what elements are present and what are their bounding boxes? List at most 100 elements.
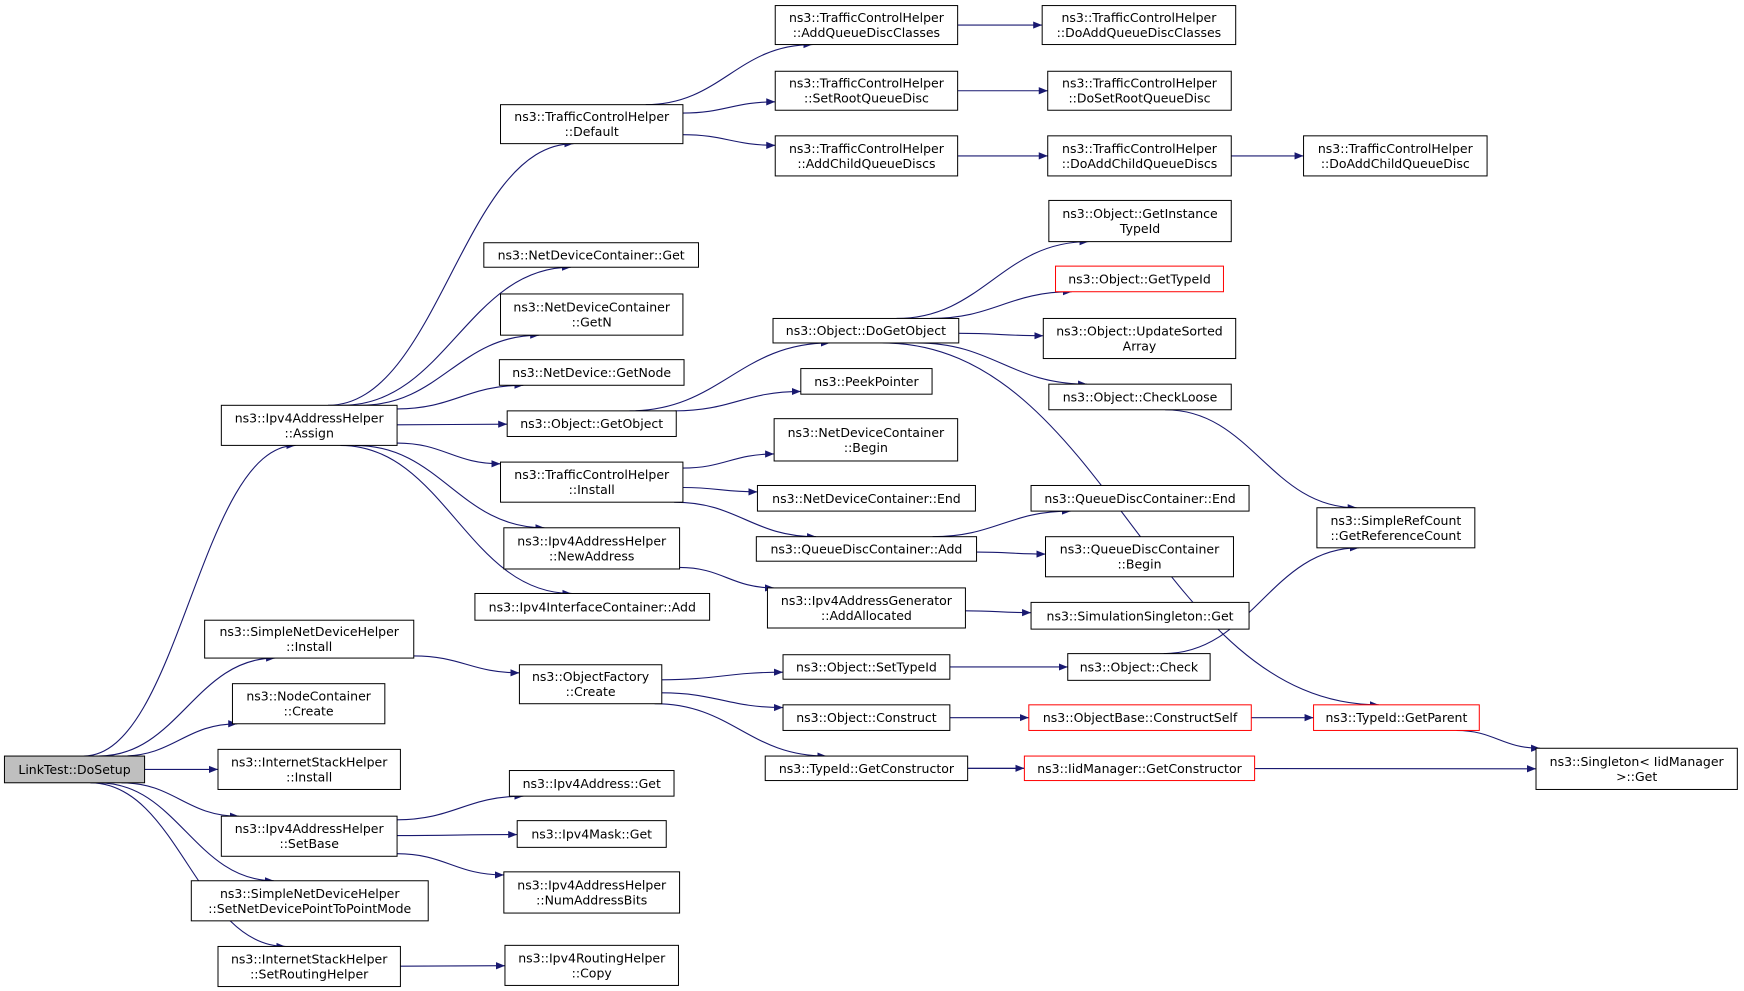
node-box: [503, 871, 681, 914]
node-box: [774, 135, 959, 177]
edge-n1-to-n13: [397, 442, 501, 468]
node-ns3-ipv4addresshelper-numaddressbits[interactable]: ns3::Ipv4AddressHelper::NumAddressBits: [503, 871, 681, 914]
edge-n0-to-n2: [98, 654, 276, 757]
node-ns3-objectbase-constructself[interactable]: ns3::ObjectBase::ConstructSelf: [1028, 704, 1252, 731]
node-ns3-queuedisccontainer-begin[interactable]: ns3::QueueDiscContainer::Begin: [1045, 536, 1234, 578]
node-ns3-queuedisccontainer-end[interactable]: ns3::QueueDiscContainer::End: [1030, 484, 1250, 512]
node-label: ns3::TrafficControlHelper: [1061, 10, 1217, 25]
node-label: ns3::Object::GetInstance: [1062, 206, 1218, 221]
node-ns3-ipv4addresshelper-setbase[interactable]: ns3::Ipv4AddressHelper::SetBase: [220, 815, 398, 857]
node-box: [474, 592, 711, 621]
node-label: ::NumAddressBits: [536, 892, 647, 907]
node-box: [498, 359, 685, 386]
edge-n12-to-n28: [629, 339, 830, 412]
node-box: [1055, 265, 1224, 293]
node-box: [1041, 5, 1237, 46]
node-ns3-typeid-getparent[interactable]: ns3::TypeId::GetParent: [1313, 704, 1480, 731]
node-ns3-trafficcontrolhelper-doaddqueuediscclasses[interactable]: ns3::TrafficControlHelper::DoAddQueueDis…: [1041, 5, 1237, 46]
node-ns3-netdevicecontainer-get[interactable]: ns3::NetDeviceContainer::Get: [483, 242, 699, 268]
node-ns3-object-checkloose[interactable]: ns3::Object::CheckLoose: [1048, 383, 1232, 411]
node-label: ns3::Object::UpdateSorted: [1056, 323, 1222, 338]
node-label: ns3::NetDevice::GetNode: [512, 365, 671, 380]
node-ns3-typeid-getconstructor[interactable]: ns3::TypeId::GetConstructor: [764, 755, 969, 782]
node-box: [1048, 199, 1232, 243]
node-ns3-trafficcontrolhelper-dosetrootqueuedisc[interactable]: ns3::TrafficControlHelper::DoSetRootQueu…: [1047, 70, 1232, 111]
edge-n28-to-n31: [930, 288, 1072, 320]
node-ns3-object-settypeid[interactable]: ns3::Object::SetTypeId: [782, 654, 951, 680]
node-box: [1042, 317, 1237, 360]
edge-n0-to-n5: [121, 782, 239, 820]
node-label: ns3::QueueDiscContainer: [1060, 542, 1220, 557]
node-ns3-trafficcontrolhelper-setrootqueuedisc[interactable]: ns3::TrafficControlHelper::SetRootQueueD…: [774, 70, 959, 111]
node-ns3-simplenetdevicehelper-install[interactable]: ns3::SimpleNetDeviceHelper::Install: [204, 619, 415, 659]
node-ns3-singleton-iidmanager-get[interactable]: ns3::Singleton< IidManager>::Get: [1535, 747, 1738, 790]
node-ns3-ipv4addressgenerator-addallocated[interactable]: ns3::Ipv4AddressGenerator::AddAllocated: [766, 587, 966, 629]
node-ns3-netdevicecontainer-getn[interactable]: ns3::NetDeviceContainer::GetN: [500, 293, 684, 336]
edge-n28-to-n30: [896, 238, 1089, 320]
node-label: ns3::Object::CheckLoose: [1063, 389, 1218, 404]
edge-n13-to-n35: [682, 486, 758, 496]
node-ns3-object-construct[interactable]: ns3::Object::Construct: [782, 704, 951, 731]
node-ns3-object-getobject[interactable]: ns3::Object::GetObject: [506, 410, 677, 437]
node-label: ::NewAddress: [549, 548, 634, 563]
node-ns3-netdevicecontainer-end[interactable]: ns3::NetDeviceContainer::End: [756, 484, 976, 512]
node-ns3-object-dogetobject[interactable]: ns3::Object::DoGetObject: [772, 317, 960, 344]
node-ns3-objectfactory-create[interactable]: ns3::ObjectFactory::Create: [518, 664, 663, 705]
node-ns3-trafficcontrolhelper-doaddchildqueuediscs[interactable]: ns3::TrafficControlHelper::DoAddChildQue…: [1047, 135, 1232, 177]
node-label: ns3::TrafficControlHelper: [514, 467, 670, 482]
edge-n0-to-n1: [83, 441, 296, 757]
node-label: ::Create: [566, 684, 616, 699]
node-label: ::Begin: [844, 440, 888, 455]
edge-n1-to-n12: [397, 420, 508, 428]
edge-n8-to-n21: [645, 40, 813, 106]
node-ns3-trafficcontrolhelper-doaddchildqueuedisc[interactable]: ns3::TrafficControlHelper::DoAddChildQue…: [1303, 135, 1488, 177]
node-ns3-netdevicecontainer-begin[interactable]: ns3::NetDeviceContainer::Begin: [773, 418, 959, 462]
node-ns3-netdevice-getnode[interactable]: ns3::NetDevice::GetNode: [498, 359, 685, 386]
node-label: ns3::QueueDiscContainer::Add: [771, 541, 963, 556]
node-ns3-simplenetdevicehelper-setnetdevicepointtopointmode[interactable]: ns3::SimpleNetDeviceHelper::SetNetDevice…: [190, 880, 429, 922]
node-ns3-iidmanager-getconstructor[interactable]: ns3::IidManager::GetConstructor: [1023, 755, 1256, 782]
node-ns3-queuedisccontainer-add[interactable]: ns3::QueueDiscContainer::Add: [755, 536, 978, 562]
node-box: [1316, 507, 1476, 549]
edge-n12-to-n29: [674, 387, 801, 412]
node-label: ::DoAddChildQueueDisc: [1321, 156, 1470, 171]
node-ns3-ipv4interfacecontainer-add[interactable]: ns3::Ipv4InterfaceContainer::Add: [474, 592, 711, 621]
node-ns3-ipv4address-get[interactable]: ns3::Ipv4Address::Get: [508, 770, 675, 797]
node-label: ::Copy: [572, 965, 613, 980]
node-ns3-trafficcontrolhelper-addchildqueuediscs[interactable]: ns3::TrafficControlHelper::AddChildQueue…: [774, 135, 959, 177]
node-ns3-trafficcontrolhelper-addqueuediscclasses[interactable]: ns3::TrafficControlHelper::AddQueueDiscC…: [774, 5, 959, 46]
node-box: [190, 880, 429, 922]
node-ns3-trafficcontrolhelper-default[interactable]: ns3::TrafficControlHelper::Default: [500, 104, 684, 145]
node-ns3-ipv4addresshelper-assign[interactable]: ns3::Ipv4AddressHelper::Assign: [220, 404, 398, 446]
node-label: ::Begin: [1117, 557, 1161, 572]
node-ns3-internetstackhelper-setroutinghelper[interactable]: ns3::InternetStackHelper::SetRoutingHelp…: [217, 945, 401, 988]
node-ns3-ipv4addresshelper-newaddress[interactable]: ns3::Ipv4AddressHelper::NewAddress: [503, 527, 681, 570]
edge-n1-to-n15: [340, 444, 572, 598]
node-label: ns3::Ipv4AddressHelper: [235, 410, 385, 425]
node-ns3-ipv4mask-get[interactable]: ns3::Ipv4Mask::Get: [516, 820, 667, 848]
edge-n36-to-n38: [976, 550, 1046, 558]
node-ns3-simulationsingleton-get[interactable]: ns3::SimulationSingleton::Get: [1030, 601, 1250, 630]
node-label: ns3::Object::Construct: [796, 710, 937, 725]
node-ns3-nodecontainer-create[interactable]: ns3::NodeContainer::Create: [231, 683, 386, 725]
node-label: ::AddAllocated: [821, 608, 912, 623]
node-ns3-trafficcontrolhelper-install[interactable]: ns3::TrafficControlHelper::Install: [500, 461, 684, 503]
node-label: ns3::Ipv4AddressGenerator: [781, 593, 953, 608]
node-ns3-object-check[interactable]: ns3::Object::Check: [1067, 653, 1211, 681]
node-ns3-ipv4routinghelper-copy[interactable]: ns3::Ipv4RoutingHelper::Copy: [504, 944, 679, 986]
node-label: ns3::PeekPointer: [814, 374, 919, 389]
node-label: ::DoAddQueueDiscClasses: [1057, 25, 1222, 40]
node-box: [772, 317, 960, 344]
node-ns3-simplerefcount-getreferencecount[interactable]: ns3::SimpleRefCount::GetReferenceCount: [1316, 507, 1476, 549]
node-ns3-peekpointer[interactable]: ns3::PeekPointer: [800, 368, 933, 395]
node-box: [1047, 135, 1232, 177]
node-ns3-object-gettypeid[interactable]: ns3::Object::GetTypeId: [1055, 265, 1224, 293]
edge-n13-to-n36: [674, 501, 817, 541]
node-ns3-internetstackhelper-install[interactable]: ns3::InternetStackHelper::Install: [217, 748, 401, 790]
node-box: [516, 820, 667, 848]
edge-n5-to-n18: [397, 830, 518, 839]
node-linktest-dosetup[interactable]: LinkTest::DoSetup: [3, 755, 146, 784]
